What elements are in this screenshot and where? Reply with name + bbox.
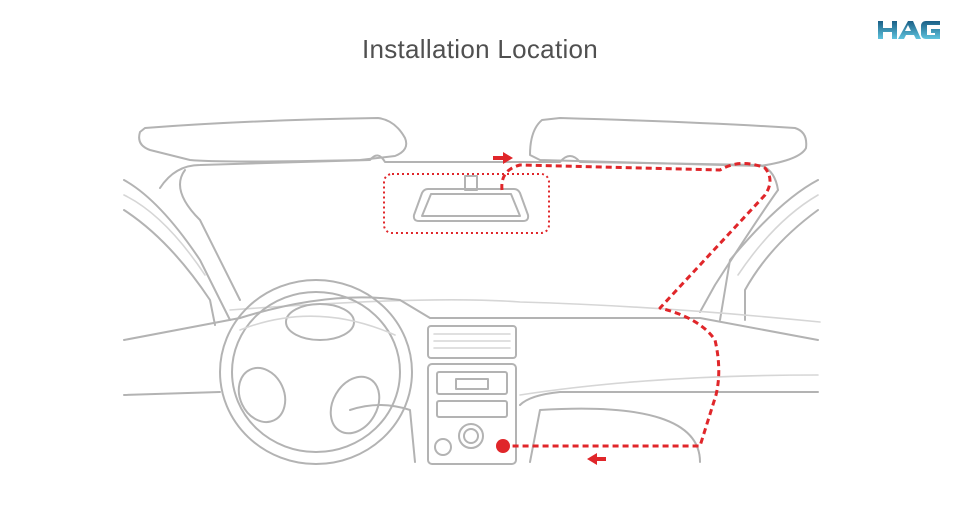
- arrow-right-icon: [493, 152, 513, 164]
- power-socket-dot: [496, 439, 510, 453]
- dashboard-top: [229, 298, 821, 323]
- windshield-left-pillar: [179, 169, 241, 301]
- hag-logo: [878, 21, 940, 39]
- windshield-right-pillar: [699, 189, 779, 313]
- cable-route: [500, 162, 772, 448]
- right-sun-visor: [529, 117, 808, 167]
- page-title: Installation Location: [361, 34, 599, 64]
- steering-wheel: [219, 279, 413, 465]
- arrow-left-icon: [587, 453, 606, 465]
- center-console: [427, 325, 517, 465]
- rearview-mirror: [412, 175, 530, 222]
- left-sun-visor: [138, 117, 408, 163]
- mounting-area-highlight: [383, 173, 550, 234]
